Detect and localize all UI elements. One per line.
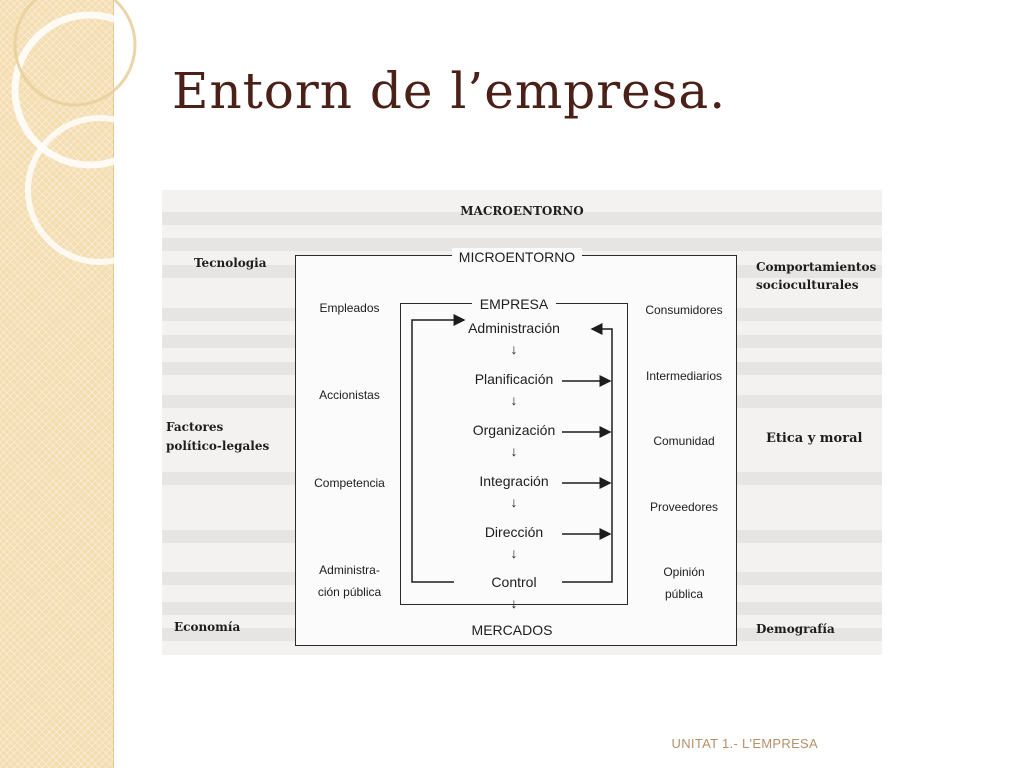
- micro-accionistas: Accionistas: [319, 388, 380, 402]
- circle-ornament: [11, 0, 160, 265]
- factor-demografia: Demografía: [756, 622, 835, 636]
- down-arrow-icon: ↓: [510, 392, 518, 408]
- factor-tecnologia: Tecnologia: [194, 256, 267, 270]
- step-administracion: Administración: [468, 320, 560, 336]
- step-planificacion: Planificación: [474, 371, 554, 387]
- step-direccion: Dirección: [484, 524, 544, 540]
- down-arrow-icon: ↓: [510, 494, 518, 510]
- step-organizacion: Organización: [472, 422, 556, 438]
- step-integracion: Integración: [479, 473, 549, 489]
- micro-administracion-publica-line2: ción pública: [317, 585, 382, 599]
- down-arrow-icon: ↓: [510, 341, 518, 357]
- micro-opinion-publica-line1: Opinión: [663, 565, 705, 579]
- business-environment-diagram: MACROENTORNO MICROENTORNO EMPRESA Tecnol…: [162, 190, 882, 655]
- feedback-loop-right: [562, 323, 613, 583]
- factor-politico-legales-line1: Factores: [166, 420, 224, 434]
- flow-arrows: [411, 314, 613, 583]
- factor-etica-moral: Etica y moral: [766, 431, 863, 446]
- background-text-line: [162, 212, 882, 225]
- down-arrow-icon: ↓: [510, 545, 518, 561]
- micro-consumidores: Consumidores: [645, 303, 723, 317]
- step-control: Control: [469, 574, 559, 590]
- macro-title: MACROENTORNO: [460, 204, 584, 218]
- mercados-label: MERCADOS: [471, 622, 553, 638]
- slide-title: Entorn de l’empresa.: [172, 62, 727, 120]
- micro-title: MICROENTORNO: [452, 248, 582, 267]
- decorative-sidebar: [0, 0, 114, 768]
- micro-comunidad: Comunidad: [653, 434, 715, 448]
- factor-socioculturales-line2: socioculturales: [756, 278, 859, 292]
- factor-socioculturales-line1: Comportamientos: [756, 260, 877, 274]
- micro-intermediarios: Intermediarios: [645, 369, 723, 383]
- micro-competencia: Competencia: [314, 476, 385, 490]
- micro-empleados: Empleados: [319, 301, 380, 315]
- micro-opinion-publica-line2: pública: [664, 587, 704, 601]
- slide-footer: UNITAT 1.- L'EMPRESA: [671, 736, 818, 751]
- empresa-title: EMPRESA: [472, 295, 556, 314]
- background-text-line: [162, 238, 882, 251]
- micro-administracion-publica-line1: Administra-: [319, 563, 380, 577]
- factor-economia: Economía: [174, 620, 241, 634]
- down-arrow-icon: ↓: [510, 443, 518, 459]
- factor-politico-legales-line2: político-legales: [166, 439, 270, 453]
- down-arrow-icon: ↓: [510, 595, 518, 611]
- micro-proveedores: Proveedores: [649, 500, 719, 514]
- feedback-loop-left: [411, 314, 466, 583]
